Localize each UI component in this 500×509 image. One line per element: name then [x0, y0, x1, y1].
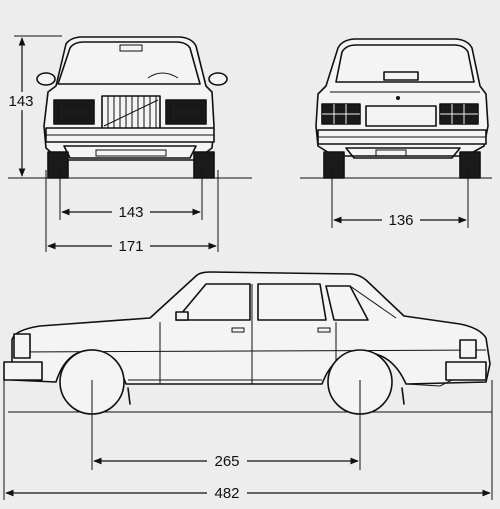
front-width-label: 171 — [118, 238, 143, 255]
front-track-dimension: 143 — [59, 170, 203, 221]
overall-length-dimension: 482 — [3, 380, 493, 502]
front-view — [8, 36, 252, 179]
wheelbase-dimension: 265 — [91, 380, 361, 470]
rear-track-label: 136 — [388, 212, 413, 229]
front-height-dimension: 143 — [4, 35, 62, 177]
overall-length-label: 482 — [214, 485, 239, 502]
front-height-label: 143 — [8, 93, 33, 110]
front-track-label: 143 — [118, 204, 143, 221]
front-width-dimension: 171 — [45, 170, 219, 255]
rear-view — [300, 38, 492, 179]
rear-track-dimension: 136 — [331, 170, 469, 229]
wheelbase-label: 265 — [214, 453, 239, 470]
side-view — [3, 271, 492, 415]
